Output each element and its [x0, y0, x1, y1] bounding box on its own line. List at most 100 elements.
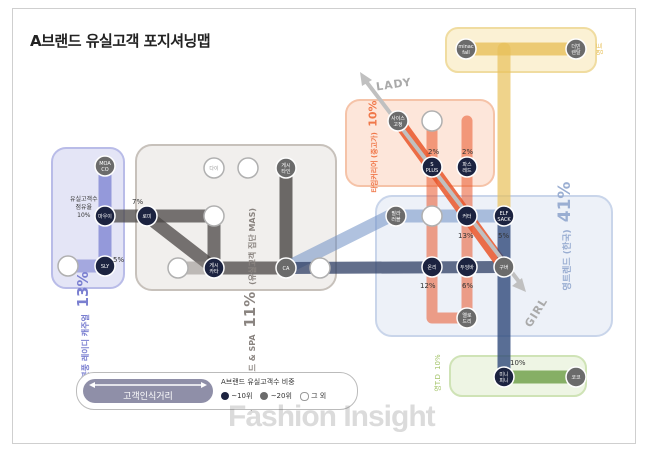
node-label: SLY	[101, 264, 110, 270]
node-label: 온리	[427, 264, 436, 271]
node-label: MOA	[99, 161, 111, 167]
node-label: 미니	[499, 371, 508, 378]
legend-item-top10: ~10위	[221, 391, 252, 401]
segment-label-topright: 영트	[595, 29, 605, 69]
node-circle	[57, 255, 79, 277]
brand-node-y5: 온리	[421, 256, 443, 278]
node-circle	[421, 256, 443, 278]
segment-name: 영T.D	[434, 374, 442, 392]
node-label: 타인	[281, 168, 291, 175]
node-circle	[203, 257, 225, 279]
segment-name: 영트렌드 (한국)	[563, 229, 573, 291]
brand-node-y2	[421, 205, 443, 227]
segment-name: 타임커리어 (중고가)	[370, 132, 379, 193]
segment-label-career: 타임커리어 (중고가) 10%	[367, 92, 380, 202]
brand-node-y7: 구버	[493, 256, 515, 278]
brand-node-c2	[421, 110, 443, 132]
node-circle	[565, 38, 587, 60]
node-circle	[456, 205, 478, 227]
node-circle	[456, 156, 478, 178]
node-circle	[237, 157, 259, 179]
node-label: SACK	[497, 217, 511, 223]
node-circle	[275, 157, 297, 179]
brand-node-g5	[203, 205, 225, 227]
node-circle	[493, 256, 515, 278]
brand-node-jp_other	[57, 255, 79, 277]
segment-label-young: 영트렌드 (한국) 41%	[555, 181, 575, 291]
dot-top20-icon	[260, 392, 269, 400]
percent-label: 2%	[428, 148, 440, 156]
node-circle	[94, 255, 116, 277]
legend-ratio-title: A브랜드 유실고객수 비중	[221, 378, 295, 386]
node-circle	[455, 38, 477, 60]
legend-label: 그 외	[311, 392, 327, 400]
segment-percent: 11%	[241, 291, 259, 328]
connection-line	[426, 115, 473, 324]
percent-label: 13%	[458, 232, 474, 240]
percent-label: 12%	[420, 282, 436, 290]
node-label: 엘로	[462, 312, 472, 319]
dot-top10-icon	[221, 392, 229, 400]
brand-node-g2	[237, 157, 259, 179]
node-label: 더빈	[571, 43, 581, 50]
percent-label: 10%	[510, 359, 526, 367]
segment-sub: (유실고객 집단 MAS)	[248, 207, 257, 285]
percent-label: 2%	[462, 148, 474, 156]
node-label: 드리	[462, 318, 471, 325]
segment-label-japanese: 일본풍 레이디 캐주얼 13%	[74, 271, 92, 386]
node-circle	[493, 366, 515, 388]
node-label: 다이	[209, 165, 218, 172]
brand-node-y6: 두잉바	[456, 256, 478, 278]
node-label: 피니	[499, 377, 508, 384]
node-circle	[421, 156, 443, 178]
annotation-line2: 점유율	[75, 204, 93, 211]
brand-node-sly: SLY	[94, 255, 116, 277]
node-circle	[203, 157, 225, 179]
annotation-line3: 10%	[77, 212, 91, 219]
node-label: 레드	[462, 167, 472, 174]
node-label: 두잉바	[460, 264, 474, 271]
node-circle	[456, 307, 478, 329]
brand-node-g4: 로미	[136, 205, 158, 227]
node-circle	[94, 205, 116, 227]
node-label: CA	[283, 266, 290, 272]
brand-node-g6	[167, 257, 189, 279]
percent-label: 5%	[498, 232, 510, 240]
node-label: 필라	[391, 210, 401, 217]
node-circle	[203, 205, 225, 227]
node-circle	[387, 110, 409, 132]
share-annotation: 유실고객수 점유율 10%	[70, 196, 98, 220]
node-label: 커터	[462, 213, 471, 220]
node-label: 렌탈	[571, 49, 581, 56]
node-circle	[565, 366, 587, 388]
node-circle	[421, 110, 443, 132]
node-label: 카타	[209, 268, 219, 275]
brand-node-yuoni: 마우이	[94, 205, 116, 227]
node-label: minac	[458, 44, 473, 50]
distance-label: 고객인식거리	[123, 392, 173, 402]
segment-percent: 13%	[74, 271, 92, 308]
brand-node-g1: 다이	[203, 157, 225, 179]
node-circle	[94, 155, 116, 177]
legend-label: ~10위	[231, 392, 253, 400]
node-label: fall	[462, 50, 470, 56]
node-label: 파스	[462, 161, 472, 168]
node-label: PLUS	[426, 168, 438, 174]
node-circle	[275, 257, 297, 279]
legend: 고객인식거리 A브랜드 유실고객수 비중 ~10위 ~20위 그 외	[76, 372, 358, 410]
brand-node-y3: 커터	[456, 205, 478, 227]
node-label: 러블	[391, 216, 401, 223]
brand-node-b2: 코코	[565, 366, 587, 388]
brand-node-ca: CA	[275, 257, 297, 279]
distance-pill: 고객인식거리	[83, 379, 213, 403]
annotation-line1: 유실고객수	[70, 196, 98, 203]
node-circle	[167, 257, 189, 279]
